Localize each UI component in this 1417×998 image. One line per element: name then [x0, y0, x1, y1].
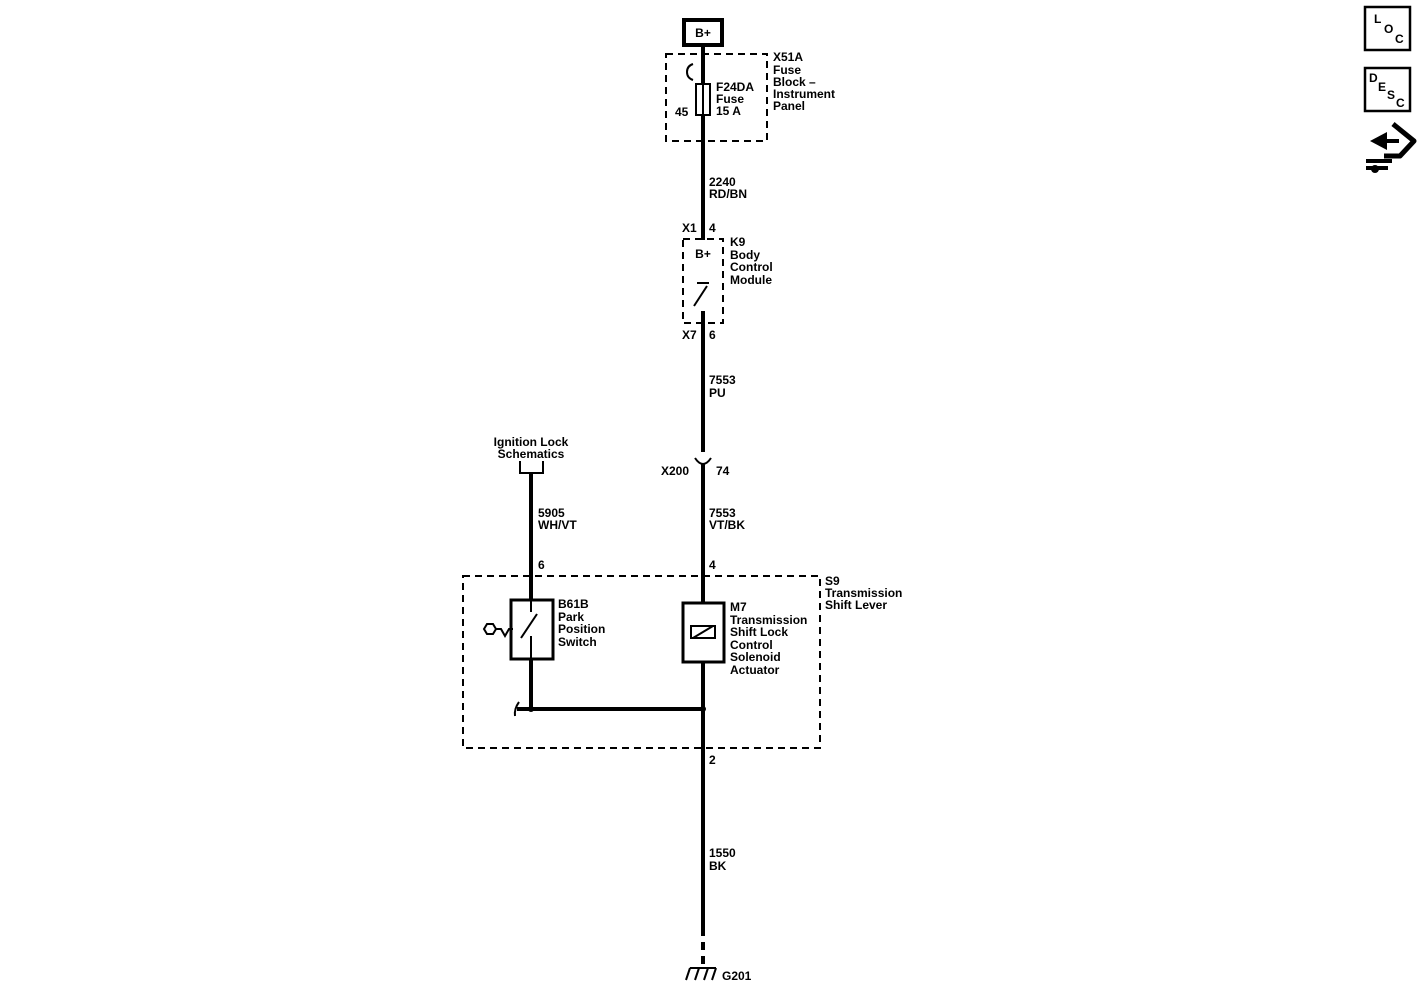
desc-letter-e: E	[1378, 80, 1386, 94]
ignition-ref-bracket	[519, 461, 544, 474]
loc-letter-o: O	[1384, 22, 1393, 36]
fuse-rating: 15 A	[716, 104, 741, 118]
wire-color-bk: BK	[709, 859, 727, 873]
bcm-name-2: Control	[730, 260, 773, 274]
bcm-input-connector: X1	[682, 221, 697, 235]
wire-color-pu: PU	[709, 386, 726, 400]
wire-circuit-2240: 2240	[709, 175, 736, 189]
inline-connector-x200: X200 74	[661, 457, 730, 478]
desc-letter-s: S	[1387, 88, 1395, 102]
wire-color-rdbn: RD/BN	[709, 187, 747, 201]
loc-letter-l: L	[1374, 12, 1381, 26]
bcm-name-3: Module	[730, 273, 772, 287]
inline-connector-symbol	[694, 457, 712, 465]
inline-connector-pin: 74	[716, 464, 730, 478]
fuse-terminal-hook	[685, 63, 694, 81]
shift-lever-id: S9	[825, 574, 840, 588]
wire-circuit-7553-b: 7553	[709, 506, 736, 520]
solenoid-name-1: Transmission	[730, 613, 807, 627]
fuse-block-name-4: Panel	[773, 99, 805, 113]
shift-lever-name-2: Shift Lever	[825, 598, 887, 612]
body-control-module: X1 4 B+ K9 Body Control Module X7 6	[682, 221, 773, 342]
wire-color-whvt: WH/VT	[538, 518, 577, 532]
bcm-id: K9	[730, 235, 746, 249]
battery-label: B+	[695, 26, 711, 40]
park-switch-name-1: Park	[558, 610, 584, 624]
transmission-shift-lever: 6 4 S9 Transmission Shift Lever B61B Par…	[462, 558, 902, 749]
shift-lock-solenoid: M7 Transmission Shift Lock Control Solen…	[681, 600, 807, 677]
bcm-input-pin: 4	[709, 221, 716, 235]
ground-id: G201	[722, 969, 752, 983]
fuse-block-name-2: Block –	[773, 75, 816, 89]
splice-dot-left	[528, 706, 534, 712]
park-switch-arm	[520, 613, 538, 639]
fuse-block: X51A Fuse Block – Instrument Panel 45 F2…	[665, 45, 835, 142]
shift-lever-pin-solenoid: 4	[709, 558, 716, 572]
battery-source: B+	[682, 18, 724, 47]
wire-color-vtbk: VT/BK	[709, 518, 745, 532]
fuse-id: F24DA	[716, 80, 754, 94]
loc-button[interactable]: L O C	[1363, 5, 1412, 52]
park-position-switch: B61B Park Position Switch	[482, 597, 605, 661]
solenoid-name-2: Shift Lock	[730, 625, 788, 639]
shift-lever-pin-switch: 6	[538, 558, 545, 572]
desc-button[interactable]: D E S C	[1363, 66, 1412, 113]
ignition-ref-line-1: Ignition Lock	[494, 435, 569, 449]
solenoid-id: M7	[730, 600, 747, 614]
solenoid-name-3: Control	[730, 638, 773, 652]
park-switch-name-3: Switch	[558, 635, 597, 649]
park-switch-actuator-link	[496, 628, 513, 639]
desc-letter-d: D	[1369, 71, 1378, 85]
bcm-switch-arm	[693, 285, 708, 307]
shift-lever-name-1: Transmission	[825, 586, 902, 600]
fuse-block-id: X51A	[773, 50, 803, 64]
wire-circuit-1550: 1550	[709, 846, 736, 860]
ignition-lock-reference: Ignition Lock Schematics	[494, 435, 569, 474]
wire-circuit-5905: 5905	[538, 506, 565, 520]
fuse-name: Fuse	[716, 92, 744, 106]
solenoid-name-4: Solenoid	[730, 650, 781, 664]
park-switch-actuator-hex	[482, 623, 498, 635]
bcm-name-1: Body	[730, 248, 760, 262]
bcm-supply-label: B+	[695, 247, 711, 261]
fuse-block-name-1: Fuse	[773, 63, 801, 77]
park-switch-name-2: Position	[558, 622, 605, 636]
bus-end-hook	[513, 701, 520, 717]
wire-circuit-7553-a: 7553	[709, 373, 736, 387]
loc-letter-c: C	[1395, 32, 1404, 46]
bcm-output-connector: X7	[682, 328, 697, 342]
shift-lever-pin-ground: 2	[709, 753, 716, 767]
fuse-block-pin: 45	[675, 105, 689, 119]
connector-end-view-icon[interactable]	[1366, 122, 1417, 173]
solenoid-name-5: Actuator	[730, 663, 780, 677]
fuse-block-name-3: Instrument	[773, 87, 835, 101]
desc-letter-c: C	[1396, 96, 1405, 110]
inline-connector-id: X200	[661, 464, 689, 478]
park-switch-id: B61B	[558, 597, 589, 611]
ignition-ref-line-2: Schematics	[498, 447, 565, 461]
ground-symbol: G201	[685, 967, 752, 983]
bcm-output-pin: 6	[709, 328, 716, 342]
